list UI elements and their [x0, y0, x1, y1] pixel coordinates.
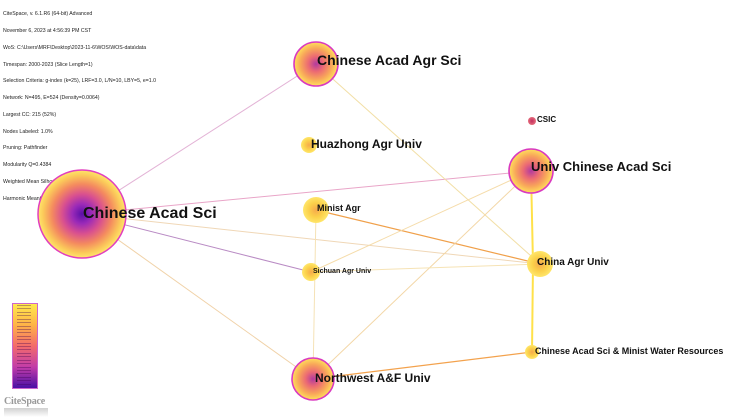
- node-label: Univ Chinese Acad Sci: [531, 159, 671, 174]
- info-line: Modularity Q=0.4384: [3, 162, 52, 169]
- legend-ticks: [17, 305, 31, 385]
- node-northwest-af-univ[interactable]: Northwest A&F Univ: [291, 357, 431, 401]
- edge-layer: [81, 63, 541, 380]
- edge-ucas-nwafu: [312, 170, 532, 380]
- info-line: November 6, 2023 at 4:56:39 PM CST: [3, 27, 92, 34]
- edge-moa-cau: [315, 209, 541, 265]
- node-univ-chinese-acad-sci[interactable]: Univ Chinese Acad Sci: [508, 148, 671, 194]
- edge-nwafu-casmwr: [312, 351, 533, 380]
- edge-cas-nwafu: [81, 213, 314, 380]
- node-label: Huazhong Agr Univ: [311, 137, 422, 151]
- node-label: Minist Agr: [317, 203, 361, 213]
- info-line: Pruning: Pathfinder: [3, 145, 48, 152]
- node-csic[interactable]: CSIC: [528, 115, 556, 125]
- edge-cas-caas: [81, 63, 317, 215]
- logo-reflection: [4, 408, 48, 417]
- info-line: Selection Criteria: g-index (k=25), LRF=…: [3, 78, 156, 85]
- info-line: Nodes Labeled: 1.0%: [3, 128, 53, 135]
- node-chinese-acad-agr-sci[interactable]: Chinese Acad Agr Sci: [293, 41, 461, 87]
- node-label: Chinese Acad Sci: [83, 205, 217, 222]
- info-line: CiteSpace, v. 6.1.R6 (64-bit) Advanced: [3, 11, 93, 18]
- edge-caas-cau: [315, 63, 541, 265]
- edge-moa-nwafu: [312, 209, 317, 380]
- node-label: China Agr Univ: [537, 257, 609, 268]
- node-chinese-acad-sci-minist-water-resources[interactable]: Chinese Acad Sci & Minist Water Resource…: [525, 345, 723, 359]
- edge-cau-casmwr: [531, 263, 534, 353]
- network-summary: CiteSpace, v. 6.1.R6 (64-bit) Advanced N…: [3, 1, 156, 208]
- edge-sicau-cau: [310, 263, 541, 273]
- node-china-agr-univ[interactable]: China Agr Univ: [527, 251, 609, 277]
- edge-ucas-sicau: [310, 170, 532, 273]
- node-chinese-acad-sci[interactable]: Chinese Acad Sci: [37, 169, 217, 259]
- node-huazhong-agr-univ[interactable]: Huazhong Agr Univ: [301, 137, 422, 153]
- citespace-logo: CiteSpace: [4, 396, 45, 407]
- node-label: Chinese Acad Agr Sci: [317, 52, 461, 68]
- node-label: Chinese Acad Sci & Minist Water Resource…: [535, 346, 723, 356]
- info-line: Timespan: 2000-2023 (Slice Length=1): [3, 61, 93, 68]
- info-line: WoS: C:\Users\MRF\Desktop\2023-11-6\WOS\…: [3, 44, 147, 51]
- info-line: Network: N=495, E=524 (Density=0.0064): [3, 95, 100, 102]
- info-line: Largest CC: 215 (52%): [3, 111, 57, 118]
- node-sichuan-agr-univ[interactable]: Sichuan Agr Univ: [302, 263, 371, 281]
- edge-cas-cau: [81, 213, 541, 265]
- node-label: CSIC: [537, 115, 556, 124]
- timezone-color-legend: [12, 303, 38, 389]
- node-minist-agr[interactable]: Minist Agr: [303, 197, 361, 223]
- edge-cas-ucas: [81, 170, 532, 215]
- node-label: Sichuan Agr Univ: [313, 268, 371, 275]
- node-label: Northwest A&F Univ: [315, 371, 431, 385]
